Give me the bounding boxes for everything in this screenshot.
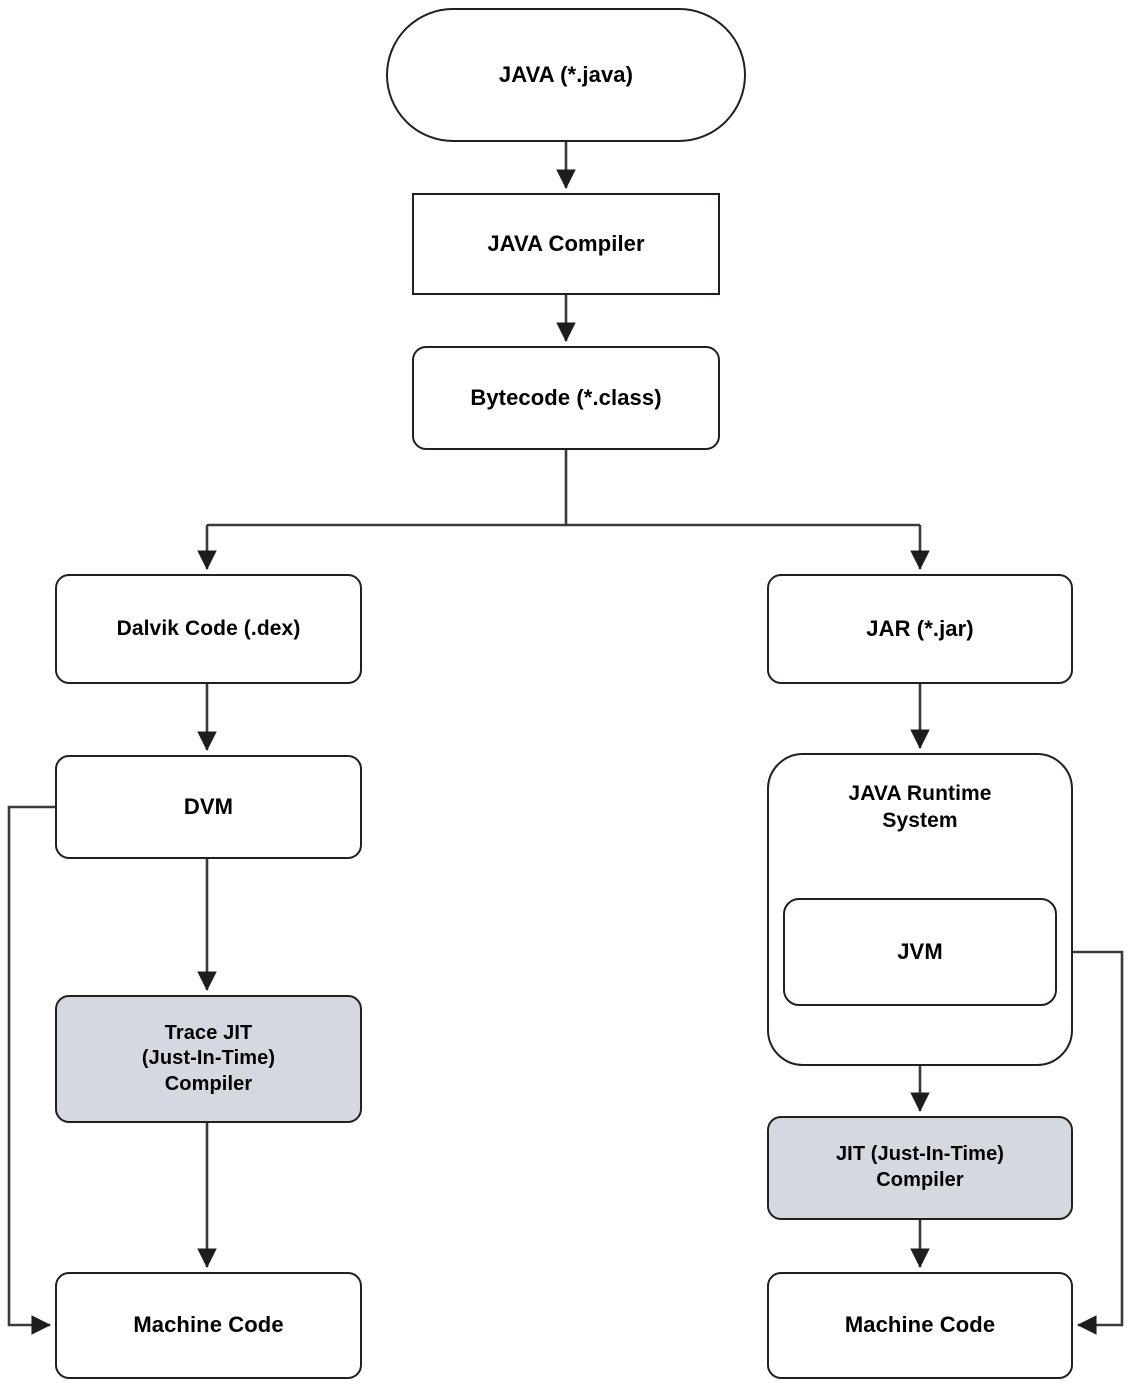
node-java-compiler[interactable]: JAVA Compiler: [412, 193, 720, 295]
node-java-source[interactable]: JAVA (*.java): [386, 8, 746, 142]
node-label: JAVA Compiler: [487, 230, 645, 256]
edge-dvm-bypass-to-machinecode: [7, 805, 55, 1335]
node-label: Dalvik Code (.dex): [116, 616, 301, 640]
node-jar[interactable]: JAR (*.jar): [767, 574, 1073, 684]
node-label: Machine Code: [133, 1312, 284, 1338]
node-dvm[interactable]: DVM: [55, 755, 362, 859]
node-label: DVM: [183, 793, 234, 819]
node-label: Trace JIT (Just-In-Time) Compiler: [141, 1021, 276, 1095]
node-label: JAVA (*.java): [498, 61, 634, 87]
node-bytecode[interactable]: Bytecode (*.class): [412, 346, 720, 450]
node-label: Machine Code: [844, 1312, 996, 1338]
node-label: JAR (*.jar): [866, 615, 974, 641]
node-label: Bytecode (*.class): [470, 384, 662, 410]
node-label: JIT (Just-In-Time) Compiler: [835, 1143, 1005, 1191]
node-dalvik-code[interactable]: Dalvik Code (.dex): [55, 574, 362, 684]
node-machine-code-jvm[interactable]: Machine Code: [767, 1272, 1073, 1379]
node-trace-jit-compiler[interactable]: Trace JIT (Just-In-Time) Compiler: [55, 995, 362, 1123]
node-jit-compiler[interactable]: JIT (Just-In-Time) Compiler: [767, 1116, 1073, 1220]
node-label: JAVA Runtime System: [848, 782, 992, 832]
node-label: JVM: [897, 938, 943, 964]
node-jvm[interactable]: JVM: [783, 898, 1057, 1006]
edge-jvm-bypass-to-machinecode: [1057, 950, 1124, 1335]
node-machine-code-dalvik[interactable]: Machine Code: [55, 1272, 362, 1379]
